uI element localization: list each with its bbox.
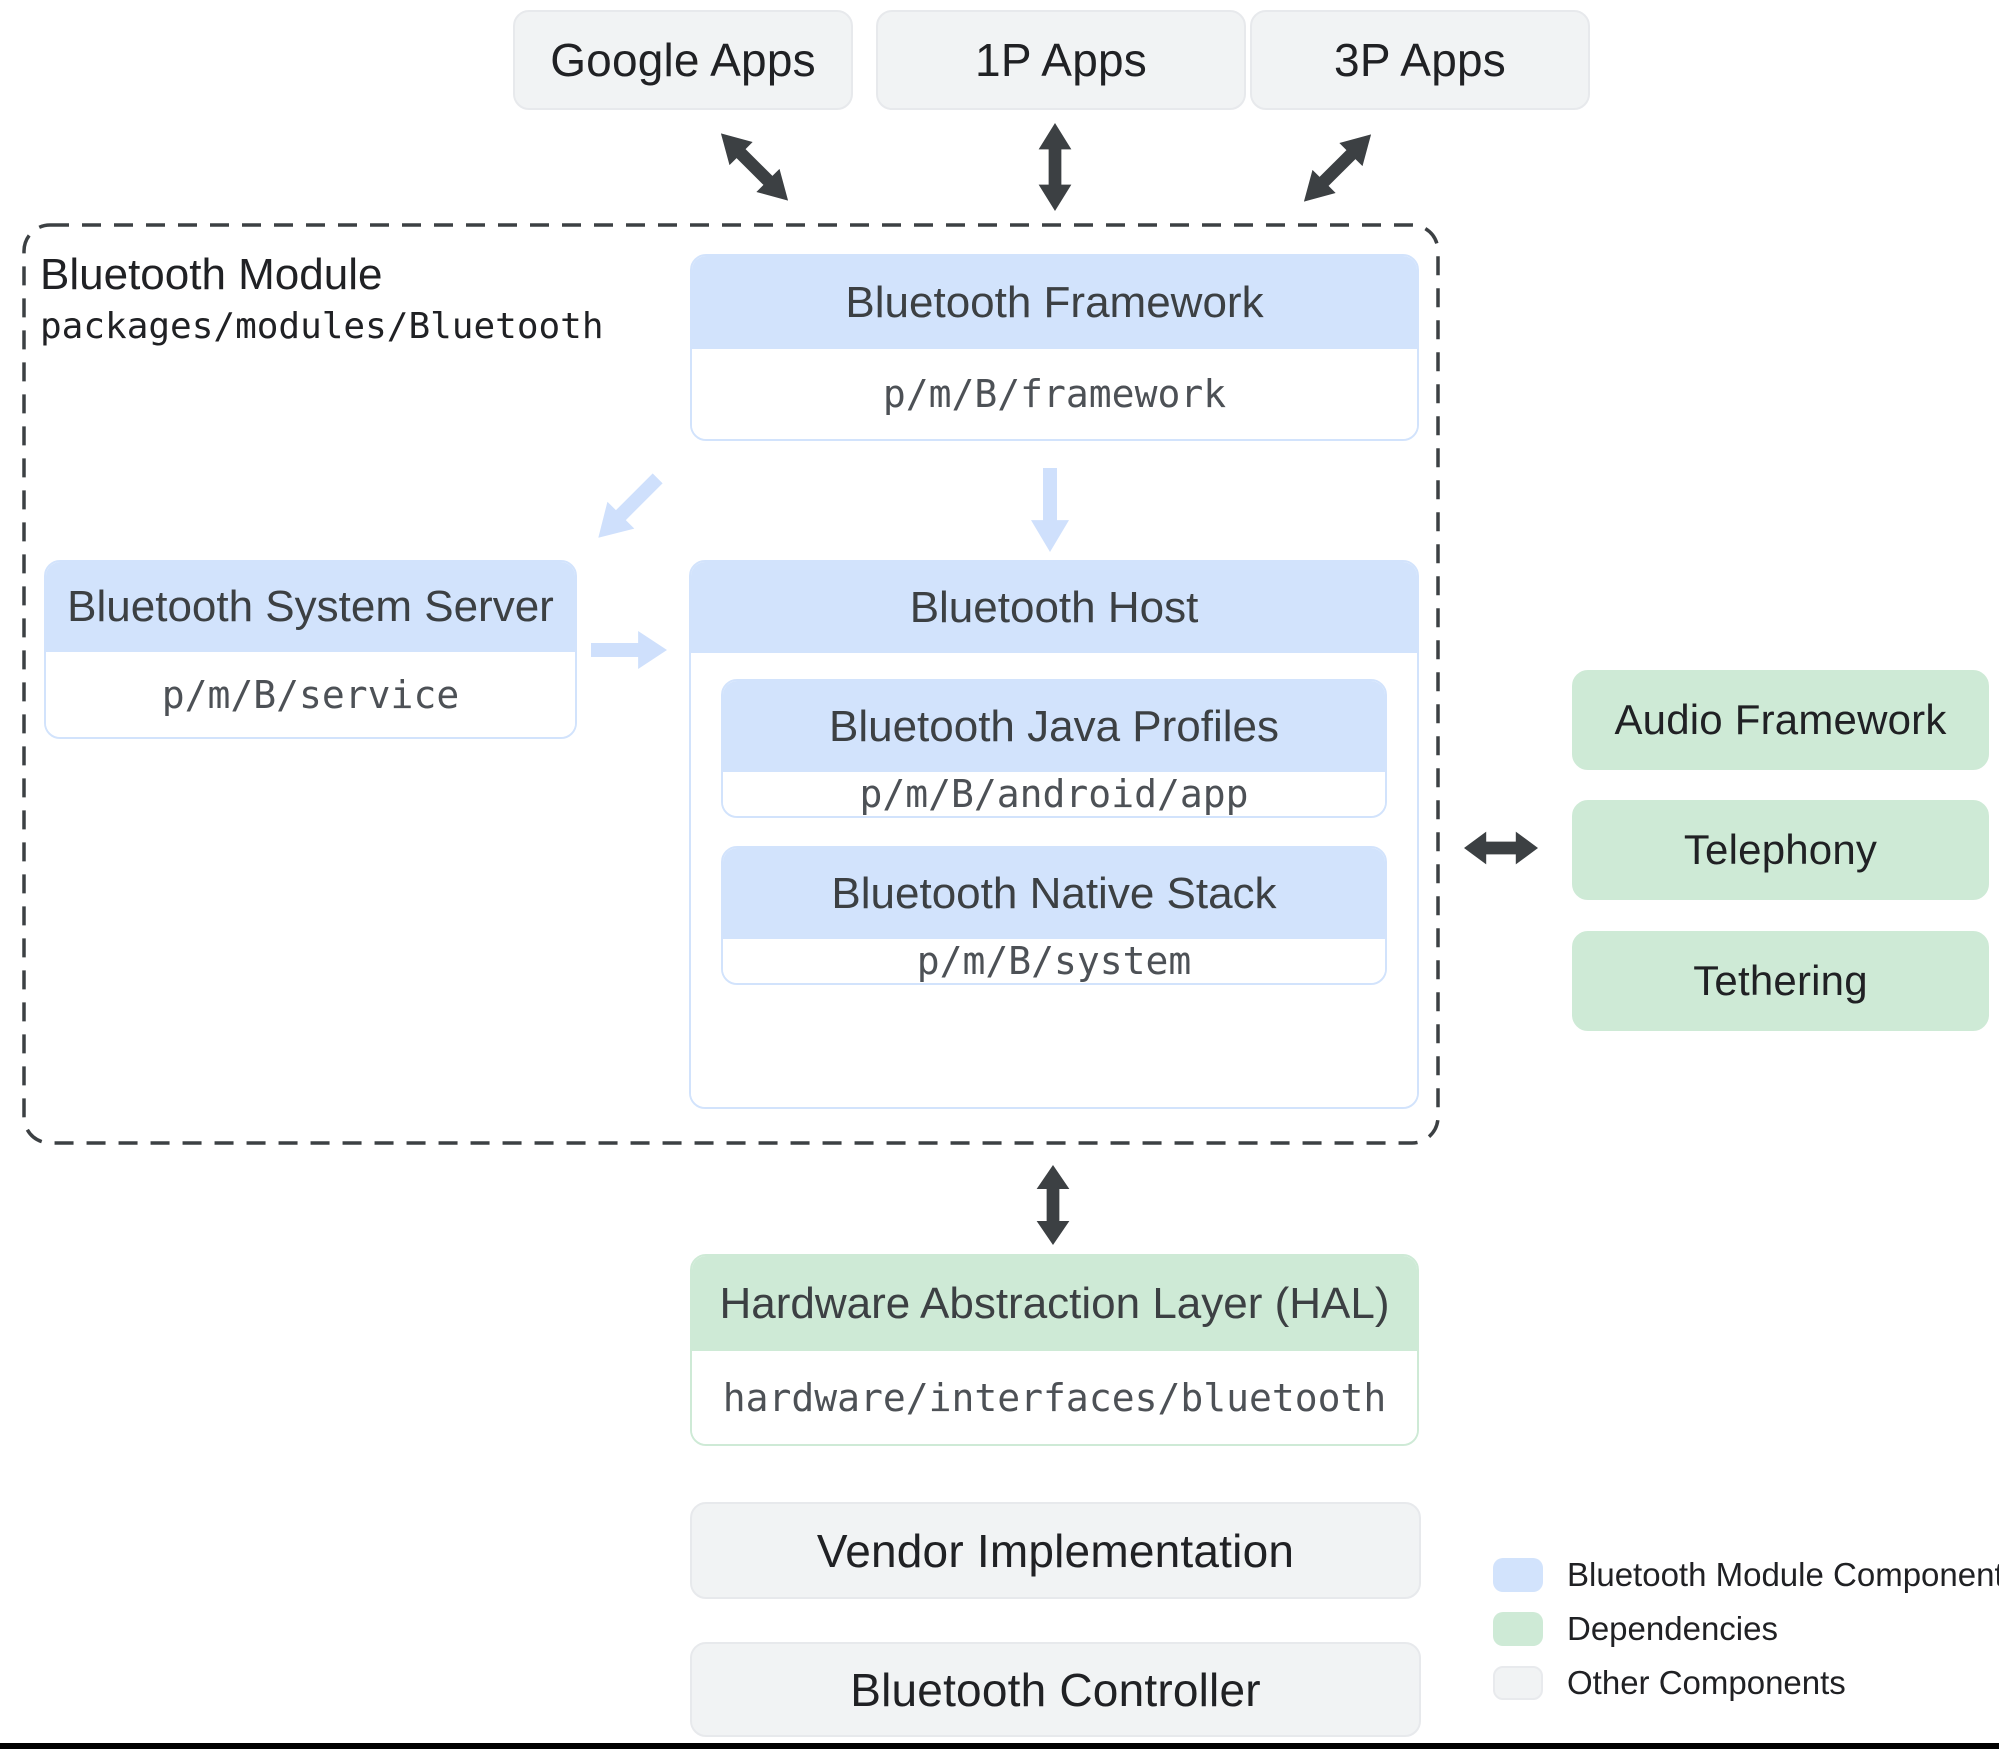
module-path: packages/modules/Bluetooth — [40, 306, 604, 347]
module-to-dependencies-bidirectional-arrow-icon — [1464, 828, 1538, 868]
module-to-hal-bidirectional-arrow-icon — [1033, 1165, 1073, 1245]
hal-box: Hardware Abstraction Layer (HAL) hardwar… — [690, 1254, 1419, 1446]
first-party-apps-label: 1P Apps — [975, 34, 1147, 86]
legend-item-module-components: Bluetooth Module Components — [1493, 1556, 1999, 1593]
bluetooth-framework-path: p/m/B/framework — [692, 349, 1417, 439]
bluetooth-system-server-path: p/m/B/service — [46, 652, 575, 737]
tethering-box: Tethering — [1572, 931, 1989, 1031]
google-apps-label: Google Apps — [550, 34, 816, 86]
third-party-apps-box: 3P Apps — [1250, 10, 1590, 110]
telephony-label: Telephony — [1683, 826, 1878, 873]
framework-to-host-arrow-icon — [1028, 468, 1072, 552]
bluetooth-host-box: Bluetooth Host Bluetooth Java Profiles p… — [689, 560, 1419, 1109]
bluetooth-java-profiles-path: p/m/B/android/app — [723, 772, 1385, 816]
legend-label-dependencies: Dependencies — [1567, 1610, 1778, 1647]
telephony-box: Telephony — [1572, 800, 1989, 900]
bluetooth-framework-title: Bluetooth Framework — [692, 256, 1417, 349]
bluetooth-native-stack-title: Bluetooth Native Stack — [723, 848, 1385, 939]
bluetooth-system-server-box: Bluetooth System Server p/m/B/service — [44, 560, 577, 739]
vendor-implementation-label: Vendor Implementation — [816, 1524, 1295, 1577]
legend-label-other-components: Other Components — [1567, 1664, 1846, 1701]
audio-framework-box: Audio Framework — [1572, 670, 1989, 770]
first-party-apps-bidirectional-arrow-icon — [1035, 123, 1075, 211]
screenshot-bottom-edge — [0, 1743, 1999, 1749]
legend-item-other-components: Other Components — [1493, 1664, 1846, 1701]
legend-item-dependencies: Dependencies — [1493, 1610, 1778, 1647]
hal-title: Hardware Abstraction Layer (HAL) — [692, 1256, 1417, 1351]
bluetooth-host-title: Bluetooth Host — [691, 562, 1417, 653]
bluetooth-native-stack-path: p/m/B/system — [723, 939, 1385, 983]
bluetooth-native-stack-box: Bluetooth Native Stack p/m/B/system — [721, 846, 1387, 985]
bluetooth-controller-box: Bluetooth Controller — [690, 1642, 1421, 1737]
module-title: Bluetooth Module — [40, 250, 383, 299]
vendor-implementation-box: Vendor Implementation — [690, 1502, 1421, 1599]
third-party-apps-bidirectional-arrow-icon — [1290, 120, 1385, 215]
framework-to-system-server-arrow-icon — [583, 463, 674, 554]
legend-swatch-blue — [1493, 1558, 1543, 1592]
bluetooth-system-server-title: Bluetooth System Server — [46, 562, 575, 652]
google-apps-box: Google Apps — [513, 10, 853, 110]
system-server-to-host-arrow-icon — [591, 628, 667, 672]
bluetooth-controller-label: Bluetooth Controller — [850, 1663, 1261, 1716]
bluetooth-java-profiles-box: Bluetooth Java Profiles p/m/B/android/ap… — [721, 679, 1387, 818]
hal-path: hardware/interfaces/bluetooth — [692, 1351, 1417, 1444]
third-party-apps-label: 3P Apps — [1334, 34, 1506, 86]
legend-swatch-gray — [1493, 1666, 1543, 1700]
google-apps-bidirectional-arrow-icon — [707, 119, 802, 214]
bluetooth-java-profiles-title: Bluetooth Java Profiles — [723, 681, 1385, 772]
legend-label-module-components: Bluetooth Module Components — [1567, 1556, 1999, 1593]
legend-swatch-green — [1493, 1612, 1543, 1646]
tethering-label: Tethering — [1693, 957, 1868, 1004]
bluetooth-framework-box: Bluetooth Framework p/m/B/framework — [690, 254, 1419, 441]
first-party-apps-box: 1P Apps — [876, 10, 1246, 110]
bluetooth-host-body: Bluetooth Java Profiles p/m/B/android/ap… — [691, 653, 1417, 1107]
audio-framework-label: Audio Framework — [1614, 696, 1947, 743]
